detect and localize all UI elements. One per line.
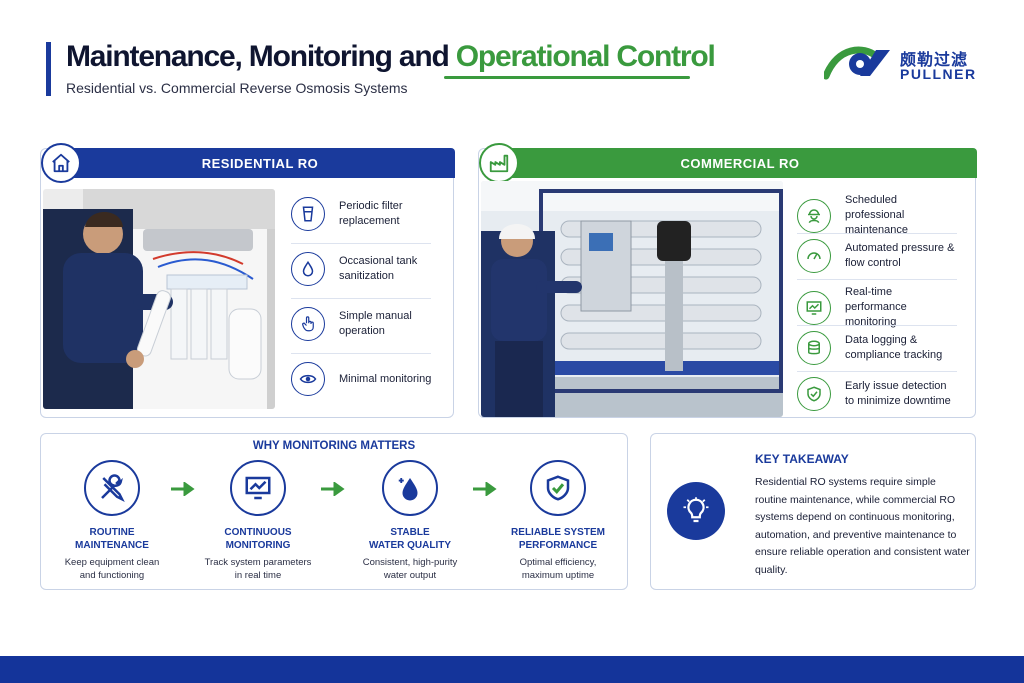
feature-text: Real-time performance monitoring bbox=[845, 286, 907, 328]
why-item-reliable: RELIABLE SYSTEM PERFORMANCE Optimal effic… bbox=[493, 460, 623, 582]
commercial-feature-4: Data logging & compliance tracking bbox=[797, 331, 955, 365]
why-item-stable: STABLE WATER QUALITY Consistent, high-pur… bbox=[345, 460, 475, 582]
why-desc: Consistent, high-purity water output bbox=[345, 556, 475, 582]
divider bbox=[291, 298, 431, 299]
why-item-routine: ROUTINE MAINTENANCE Keep equipment clean a… bbox=[47, 460, 177, 582]
title-accent: Operational Control bbox=[455, 40, 716, 73]
commercial-feature-1: Scheduled professional maintenance bbox=[797, 193, 955, 238]
why-desc-line: Consistent, high-purity bbox=[362, 557, 458, 568]
commercial-feature-3: Real-time performance monitoring bbox=[797, 285, 955, 330]
factory-icon bbox=[479, 143, 519, 183]
commercial-feature-5: Early issue detection to minimize downti… bbox=[797, 377, 955, 411]
why-desc-line: Track system parameters bbox=[204, 557, 312, 568]
house-icon bbox=[41, 143, 81, 183]
engineer-icon bbox=[797, 198, 831, 233]
commercial-feature-2: Automated pressure & flow control bbox=[797, 239, 955, 273]
wrench-screwdriver-icon bbox=[84, 460, 140, 516]
why-label: STABLE WATER QUALITY bbox=[345, 526, 475, 552]
residential-heading: RESIDENTIAL RO bbox=[201, 155, 319, 171]
why-label-line: CONTINUOUS bbox=[224, 527, 292, 538]
why-title: WHY MONITORING MATTERS bbox=[252, 440, 416, 452]
residential-feature-4: Minimal monitoring bbox=[291, 362, 449, 396]
why-desc-line: water output bbox=[383, 570, 437, 581]
feature-text: Occasional tank sanitization bbox=[339, 255, 418, 282]
why-label-line: STABLE bbox=[390, 527, 430, 538]
page-title: Maintenance, Monitoring and Operational … bbox=[66, 40, 716, 74]
commercial-heading: COMMERCIAL RO bbox=[680, 155, 800, 171]
why-label-line: WATER QUALITY bbox=[368, 540, 452, 551]
database-icon bbox=[797, 331, 831, 365]
arrow-right-icon bbox=[321, 481, 347, 501]
why-label: RELIABLE SYSTEM PERFORMANCE bbox=[493, 526, 623, 552]
why-desc-line: in real time bbox=[234, 570, 282, 581]
why-monitoring-panel: WHY MONITORING MATTERS ROUTINE MAINTENANC… bbox=[40, 433, 628, 590]
key-takeaway-title: KEY TAKEAWAY bbox=[755, 452, 849, 466]
page-subtitle: Residential vs. Commercial Reverse Osmos… bbox=[66, 80, 408, 96]
residential-feature-2: Occasional tank sanitization bbox=[291, 252, 449, 286]
commercial-header: COMMERCIAL RO bbox=[503, 148, 977, 178]
lightbulb-icon bbox=[667, 482, 725, 540]
why-label-line: ROUTINE bbox=[89, 527, 135, 538]
feature-text: Periodic filter replacement bbox=[339, 200, 403, 227]
title-underline bbox=[444, 76, 690, 79]
residential-panel: RESIDENTIAL RO bbox=[40, 143, 455, 418]
water-drop-icon bbox=[382, 460, 438, 516]
why-label: ROUTINE MAINTENANCE bbox=[47, 526, 177, 552]
eye-icon bbox=[291, 362, 325, 396]
filter-cup-icon bbox=[291, 197, 325, 231]
key-takeaway-text: Residential RO systems require simple ro… bbox=[755, 476, 970, 576]
why-label-line: RELIABLE SYSTEM bbox=[511, 527, 605, 538]
why-item-continuous: CONTINUOUS MONITORING Track system parame… bbox=[193, 460, 323, 582]
divider bbox=[291, 353, 431, 354]
monitor-chart-icon bbox=[797, 290, 831, 325]
feature-text: Early issue detection to minimize downti… bbox=[845, 380, 951, 407]
residential-feature-1: Periodic filter replacement bbox=[291, 197, 449, 231]
commercial-panel: COMMERCIAL RO bbox=[478, 143, 977, 418]
why-label-line: MAINTENANCE bbox=[75, 540, 149, 551]
feature-text: Minimal monitoring bbox=[339, 372, 432, 385]
why-desc: Track system parameters in real time bbox=[193, 556, 323, 582]
feature-text: Simple manual operation bbox=[339, 310, 412, 337]
arrow-right-icon bbox=[473, 481, 499, 501]
shield-check-icon bbox=[797, 377, 831, 411]
key-takeaway-panel: KEY TAKEAWAY Residential RO systems requ… bbox=[650, 433, 976, 590]
commercial-photo bbox=[481, 181, 783, 417]
why-desc: Optimal efficiency, maximum uptime bbox=[493, 556, 623, 582]
arrow-right-icon bbox=[171, 481, 197, 501]
logo-cn-text: 颇勒过滤 bbox=[900, 52, 969, 69]
why-label: CONTINUOUS MONITORING bbox=[193, 526, 323, 552]
why-desc-line: Optimal efficiency, bbox=[519, 557, 597, 568]
why-desc-line: Keep equipment clean bbox=[64, 557, 160, 568]
shield-check-icon bbox=[530, 460, 586, 516]
why-desc-line: and functioning bbox=[79, 570, 145, 581]
brand-logo: 颇勒过滤 PULLNER bbox=[824, 42, 984, 86]
logo-en-text: PULLNER bbox=[900, 66, 977, 82]
divider bbox=[797, 325, 957, 326]
gauge-icon bbox=[797, 239, 831, 273]
residential-feature-3: Simple manual operation bbox=[291, 307, 449, 341]
water-drop-icon bbox=[291, 252, 325, 286]
monitor-chart-icon bbox=[230, 460, 286, 516]
title-main: Maintenance, Monitoring and bbox=[66, 40, 456, 73]
why-desc-line: maximum uptime bbox=[521, 570, 595, 581]
feature-text: Automated pressure & flow control bbox=[845, 242, 955, 269]
feature-text: Scheduled professional maintenance bbox=[845, 194, 908, 236]
divider bbox=[797, 279, 957, 280]
divider bbox=[291, 243, 431, 244]
feature-text: Data logging & compliance tracking bbox=[845, 334, 943, 361]
footer-bar bbox=[0, 656, 1024, 683]
divider bbox=[797, 371, 957, 372]
hand-pointer-icon bbox=[291, 307, 325, 341]
residential-header: RESIDENTIAL RO bbox=[65, 148, 455, 178]
why-label-line: MONITORING bbox=[225, 540, 291, 551]
why-desc: Keep equipment clean and functioning bbox=[47, 556, 177, 582]
title-accent-bar bbox=[46, 42, 51, 96]
divider bbox=[797, 233, 957, 234]
logo-mark-icon bbox=[824, 46, 890, 80]
why-label-line: PERFORMANCE bbox=[518, 540, 598, 551]
residential-photo bbox=[43, 189, 275, 409]
